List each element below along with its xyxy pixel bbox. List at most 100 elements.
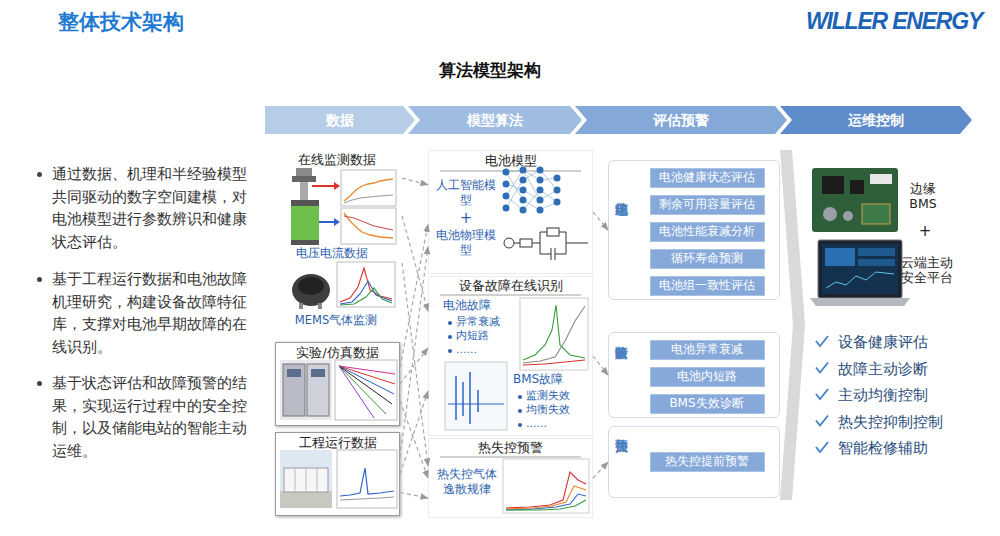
node-text: 模型算法 — [408, 106, 582, 134]
simulation-chart — [339, 366, 386, 414]
runaway-chart — [506, 472, 586, 508]
mems-sensor — [292, 274, 330, 309]
check-mark — [816, 363, 828, 373]
neural-network — [503, 205, 510, 212]
current-chart — [344, 216, 393, 230]
dashed-connector — [400, 391, 428, 474]
bms-board — [862, 204, 890, 224]
evaluation-box: 热失控提前预警 — [650, 452, 765, 472]
node-text: 电池内短路 — [650, 367, 763, 385]
gas-chart — [337, 262, 395, 307]
node-text: 电池模型 — [428, 153, 593, 169]
lab-equipment — [311, 369, 325, 377]
station-photo — [280, 491, 332, 508]
label-text: 基于状态评估和故障预警的结果，实现运行过程中的安全控制，以及储能电站的智能主动运… — [34, 372, 256, 462]
fault-chart — [523, 306, 585, 363]
neural-network — [537, 167, 544, 174]
data-box: 工程运行数据 — [275, 432, 400, 516]
node-text: 电池健康状态评估 — [650, 168, 763, 186]
neural-network — [520, 197, 527, 204]
node-text: 人工智能模型 — [436, 178, 496, 208]
dashed-connector — [400, 401, 428, 478]
laptop-platform — [810, 240, 910, 306]
lab-equipment — [280, 360, 332, 420]
dashed-connector — [400, 224, 428, 367]
neural-network — [503, 167, 561, 214]
data-box: 实验/仿真数据 — [275, 342, 400, 426]
laptop-platform — [818, 240, 902, 298]
laptop-platform — [825, 248, 855, 266]
node-text: 循环寿命预测 — [650, 249, 763, 267]
evaluation-box: 剩余可用容量评估 — [650, 195, 765, 215]
neural-network — [554, 199, 561, 206]
laptop-platform — [810, 298, 910, 306]
node-text: BMS失效诊断 — [650, 394, 763, 412]
node-text: 电池组一致性评估 — [650, 276, 763, 294]
mems-sensor — [292, 274, 330, 306]
bms-board — [822, 176, 844, 194]
neural-network — [537, 207, 544, 214]
evaluation-box: 电池健康状态评估 — [650, 168, 765, 188]
voltage-chart — [344, 195, 393, 203]
lab-equipment — [283, 364, 305, 416]
battery-sensor — [291, 206, 319, 240]
gas-chart — [337, 262, 395, 307]
node-text: 电池性能衰减分析 — [650, 222, 763, 240]
node-text: 剩余可用容量评估 — [650, 195, 763, 213]
laptop-platform — [858, 248, 895, 256]
chevron-fill — [408, 106, 582, 134]
evaluation-group: 电池状态评估电池健康状态评估剩余可用容量评估电池性能衰减分析循环寿命预测电池组一… — [608, 160, 780, 300]
evaluation-group: 设备故障诊断电池异常衰减电池内短路BMS失效诊断 — [608, 332, 780, 418]
neural-network — [520, 207, 527, 214]
check-mark — [816, 389, 828, 399]
laptop-platform — [822, 244, 898, 294]
operation-chart — [337, 450, 397, 508]
runaway-chart — [506, 494, 586, 510]
station-photo — [295, 468, 296, 492]
neural-network — [503, 167, 561, 214]
dashed-connector — [593, 212, 608, 230]
neural-network — [537, 177, 544, 184]
battery-sensor — [334, 182, 340, 190]
evaluation-box: 电池内短路 — [650, 367, 765, 387]
neural-network — [506, 170, 557, 210]
evaluation-box: 循环寿命预测 — [650, 249, 765, 269]
label-text: 故障主动诊断 — [838, 360, 988, 378]
operation-chart — [340, 497, 394, 500]
bms-board — [850, 180, 864, 194]
chevron-fill — [575, 106, 787, 134]
page-title: 整体技术架构 — [58, 9, 258, 35]
neural-network — [537, 187, 544, 194]
node-text: 运维控制 — [780, 106, 972, 134]
flow-chevron — [780, 150, 805, 500]
node-text: MEMS气体监测 — [278, 313, 394, 327]
runaway-chart — [506, 500, 586, 510]
neural-network — [520, 177, 527, 184]
operation-chart — [337, 450, 397, 508]
dashed-connector — [400, 247, 428, 457]
data-panel: 在线监测数据电压电流数据MEMS气体监测 — [272, 150, 402, 338]
check-mark — [816, 336, 828, 452]
runaway-chart — [506, 486, 586, 509]
laptop-platform — [858, 259, 895, 266]
neural-network — [503, 193, 510, 200]
battery-sensor — [291, 240, 319, 245]
label-text: WILLER ENERGY — [806, 7, 998, 36]
node-text: 实验/仿真数据 — [275, 345, 400, 361]
dashed-connector — [400, 348, 428, 384]
dashed-connector — [402, 263, 428, 466]
label-text: 热失控抑制控制 — [838, 413, 988, 431]
section-rule — [440, 295, 581, 296]
mems-sensor — [298, 277, 324, 295]
neural-network — [520, 187, 527, 194]
current-chart — [341, 208, 396, 244]
bms-board — [812, 168, 898, 232]
voltage-chart — [344, 179, 393, 201]
lab-equipment — [307, 364, 329, 416]
dashed-connector — [400, 492, 428, 498]
node-text: 均衡失效 — [517, 403, 587, 416]
neural-network — [503, 169, 510, 176]
node-text: 电池物理模型 — [436, 228, 496, 258]
chevron-fill — [780, 106, 972, 134]
simulation-chart — [339, 366, 374, 418]
